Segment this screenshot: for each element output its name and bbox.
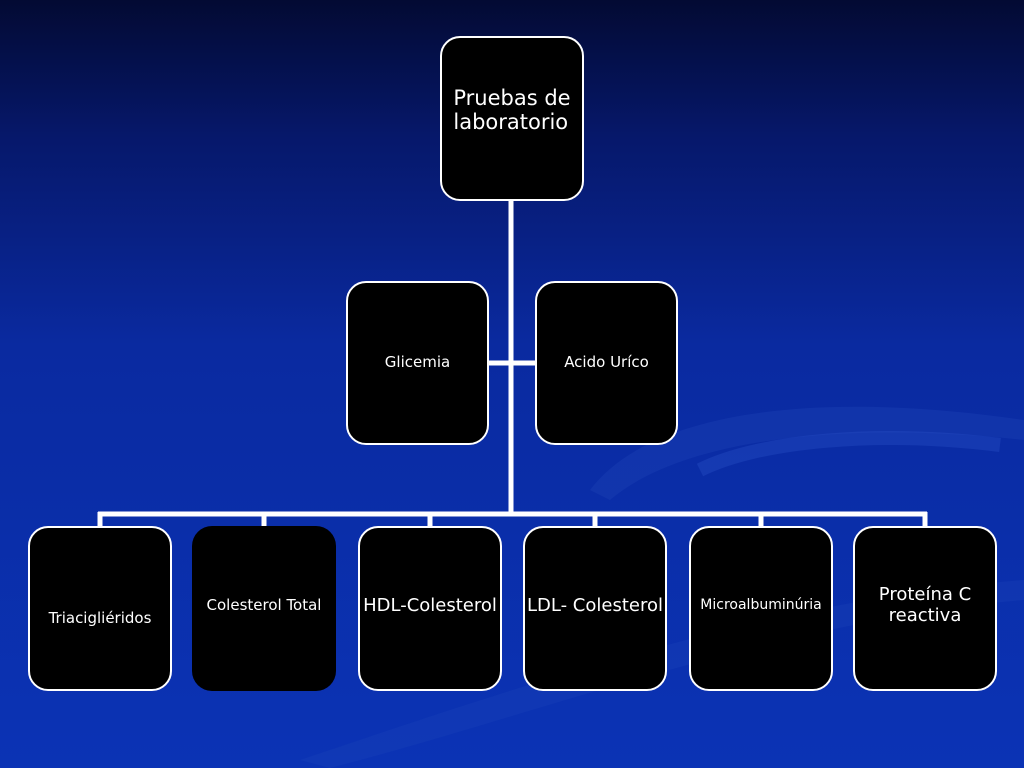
node-hdl-colesterol: HDL-Colesterol xyxy=(358,526,502,691)
node-triacigliceridos-label: Triacigliéridos xyxy=(48,608,152,627)
root-node: Pruebas de laboratorio xyxy=(440,36,584,201)
node-glicemia-label: Glicemia xyxy=(384,353,451,372)
node-triacigliceridos: Triacigliéridos xyxy=(28,526,172,691)
root-node-label: Pruebas de laboratorio xyxy=(453,86,571,135)
node-colesterol-total: Colesterol Total xyxy=(192,526,336,691)
node-acido-urico: Acido Uríco xyxy=(535,281,678,445)
node-hdl-colesterol-label: HDL-Colesterol xyxy=(363,595,497,617)
node-glicemia: Glicemia xyxy=(346,281,489,445)
node-proteina-c-reactiva-label: Proteína C reactiva xyxy=(878,583,972,626)
node-acido-urico-label: Acido Uríco xyxy=(564,353,649,372)
node-proteina-c-reactiva: Proteína C reactiva xyxy=(853,526,997,691)
node-microalbuminuria-label: Microalbuminúria xyxy=(700,597,822,614)
node-ldl-colesterol-label: LDL- Colesterol xyxy=(526,595,663,617)
node-microalbuminuria: Microalbuminúria xyxy=(689,526,833,691)
node-colesterol-total-label: Colesterol Total xyxy=(206,595,322,614)
node-ldl-colesterol: LDL- Colesterol xyxy=(523,526,667,691)
